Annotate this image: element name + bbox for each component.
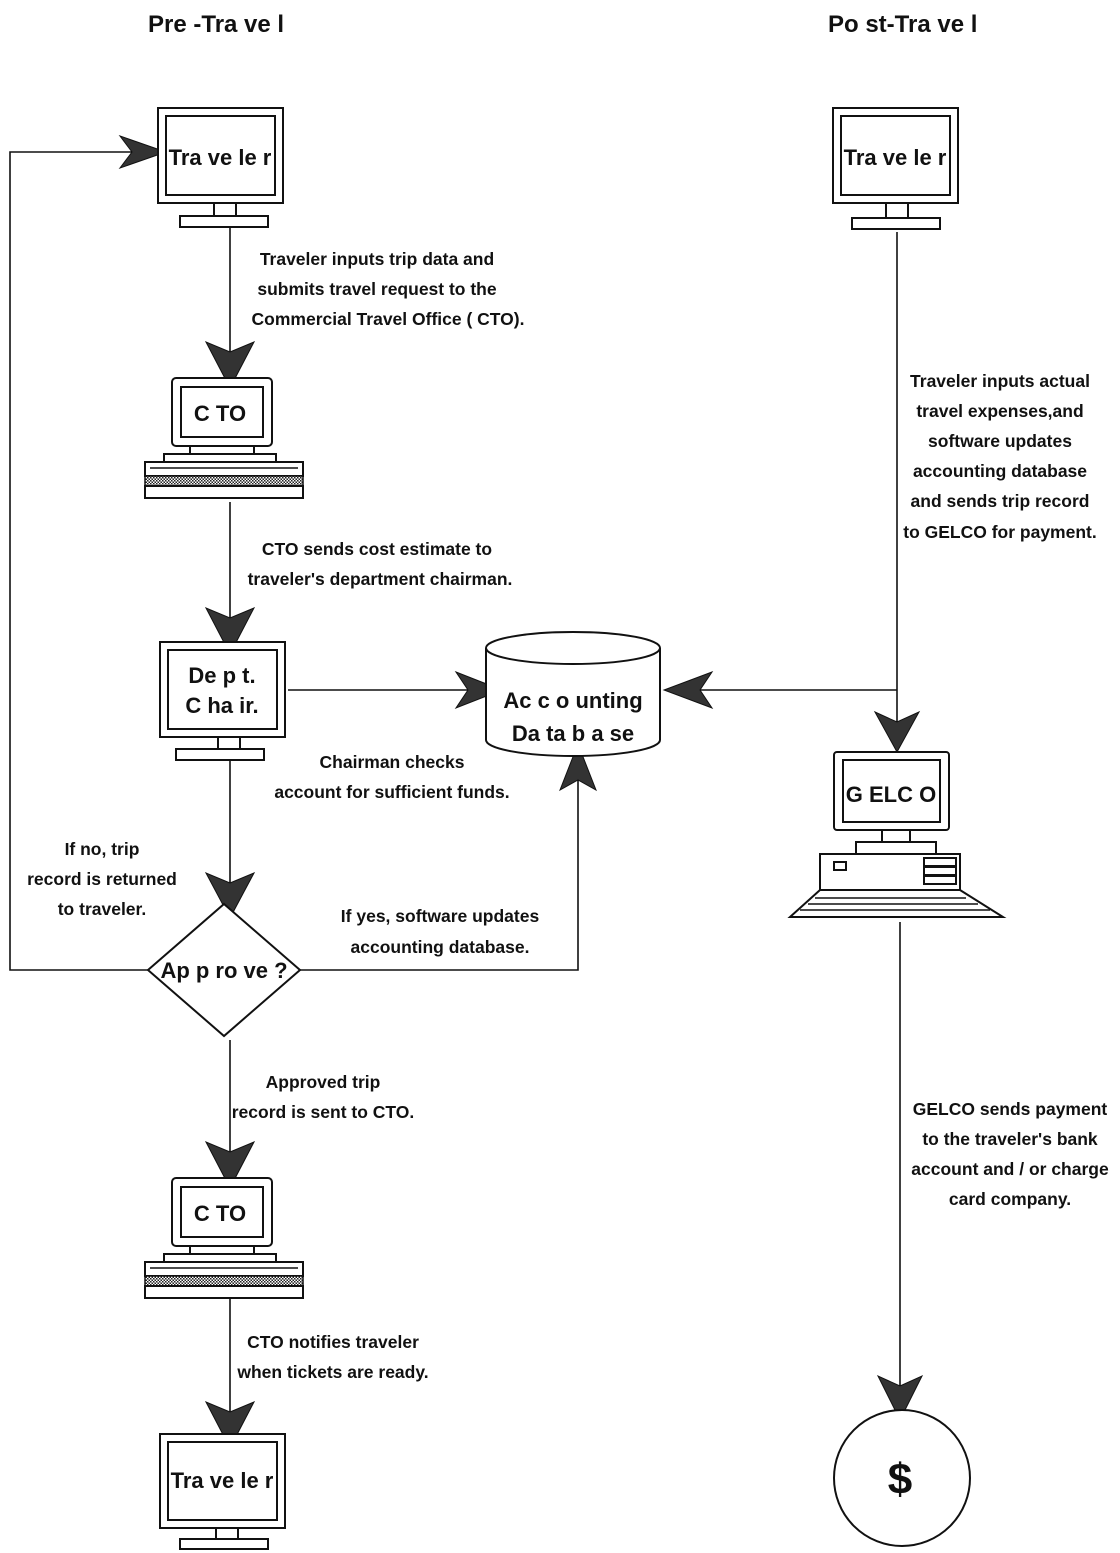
arrow-to-traveler xyxy=(118,134,168,170)
arrow-to-database-bottom xyxy=(559,742,597,792)
caption-line: when tickets are ready. xyxy=(236,1362,428,1382)
database-label-line2: Da ta b a se xyxy=(512,721,634,746)
arrow-to-gelco xyxy=(873,710,921,754)
caption-cto-notifies: CTO notifies traveler when tickets are r… xyxy=(236,1332,428,1382)
arrow-to-database-right xyxy=(662,670,714,710)
arrowheads xyxy=(118,134,924,1450)
payment-circle: $ xyxy=(833,1409,971,1547)
cto-computer-2: C TO xyxy=(144,1177,304,1299)
dept-chair-label-line2: C ha ir. xyxy=(185,693,258,718)
caption-line: Traveler inputs trip data and xyxy=(260,249,494,269)
caption-line: to traveler. xyxy=(58,899,147,919)
caption-line: record is returned xyxy=(27,869,177,889)
dollar-sign: $ xyxy=(888,1455,912,1504)
caption-line: card company. xyxy=(949,1189,1071,1209)
arrow-to-payment xyxy=(876,1374,924,1422)
gelco-label: G ELC O xyxy=(846,782,936,807)
caption-line: Commercial Travel Office ( CTO). xyxy=(252,309,525,329)
dept-chair-monitor: De p t. C ha ir. xyxy=(159,641,286,761)
caption-post-traveler: Traveler inputs actual travel expenses,a… xyxy=(903,371,1096,542)
caption-line: Chairman checks xyxy=(320,752,465,772)
caption-cto-to-chair: CTO sends cost estimate to traveler's de… xyxy=(248,539,513,589)
traveler-label-post: Tra ve le r xyxy=(844,145,947,170)
caption-line: submits travel request to the xyxy=(257,279,496,299)
caption-line: CTO sends cost estimate to xyxy=(262,539,492,559)
caption-line: account for sufficient funds. xyxy=(274,782,509,802)
pre-travel-header: Pre -Tra ve l xyxy=(148,11,284,38)
caption-chairman-checks: Chairman checks account for sufficient f… xyxy=(274,752,509,802)
caption-line: to the traveler's bank xyxy=(922,1129,1098,1149)
approve-label: Ap p ro ve ? xyxy=(160,958,287,983)
caption-line: and sends trip record xyxy=(911,491,1090,511)
caption-if-yes: If yes, software updates accounting data… xyxy=(341,906,540,957)
dept-chair-label-line1: De p t. xyxy=(188,663,255,688)
cto-label-1: C TO xyxy=(194,401,246,426)
caption-line: accounting database xyxy=(913,461,1087,481)
cto-label-2: C TO xyxy=(194,1201,246,1226)
traveler-monitor-bottom: Tra ve le r xyxy=(159,1433,286,1550)
arrow-to-traveler-bottom xyxy=(204,1401,256,1450)
connector-lines xyxy=(9,151,901,1432)
gelco-computer: G ELC O xyxy=(787,751,1007,918)
caption-line: Traveler inputs actual xyxy=(910,371,1090,391)
cto-computer-1: C TO xyxy=(144,377,304,499)
caption-line: GELCO sends payment xyxy=(913,1099,1108,1119)
caption-traveler-to-cto: Traveler inputs trip data and submits tr… xyxy=(252,249,525,329)
caption-if-no: If no, trip record is returned to travel… xyxy=(27,839,177,919)
database-label-line1: Ac c o unting xyxy=(503,688,642,713)
caption-line: software updates xyxy=(928,431,1072,451)
approve-decision: Ap p ro ve ? xyxy=(146,902,302,1038)
caption-gelco-sends: GELCO sends payment to the traveler's ba… xyxy=(911,1099,1109,1209)
caption-line: CTO notifies traveler xyxy=(247,1332,419,1352)
arrow-to-cto-2 xyxy=(204,1141,256,1190)
arrow-to-approve xyxy=(204,872,256,920)
post-travel-header: Po st-Tra ve l xyxy=(828,11,977,38)
caption-approved: Approved trip record is sent to CTO. xyxy=(232,1072,415,1122)
caption-line: Approved trip xyxy=(266,1072,381,1092)
caption-line: account and / or charge xyxy=(911,1159,1109,1179)
arrow-to-cto-1 xyxy=(204,341,256,390)
caption-line: travel expenses,and xyxy=(916,401,1083,421)
caption-line: to GELCO for payment. xyxy=(903,522,1096,542)
traveler-label: Tra ve le r xyxy=(169,145,272,170)
caption-line: If no, trip xyxy=(65,839,140,859)
caption-line: traveler's department chairman. xyxy=(248,569,513,589)
traveler-label-bottom: Tra ve le r xyxy=(171,1468,274,1493)
caption-line: record is sent to CTO. xyxy=(232,1102,415,1122)
arrow-to-dept-chair xyxy=(204,607,256,656)
caption-line: If yes, software updates xyxy=(341,906,540,926)
accounting-database: Ac c o unting Da ta b a se xyxy=(485,631,661,757)
caption-line: accounting database. xyxy=(351,937,530,957)
traveler-monitor-top: Tra ve le r xyxy=(157,107,284,228)
traveler-monitor-post: Tra ve le r xyxy=(832,107,959,230)
